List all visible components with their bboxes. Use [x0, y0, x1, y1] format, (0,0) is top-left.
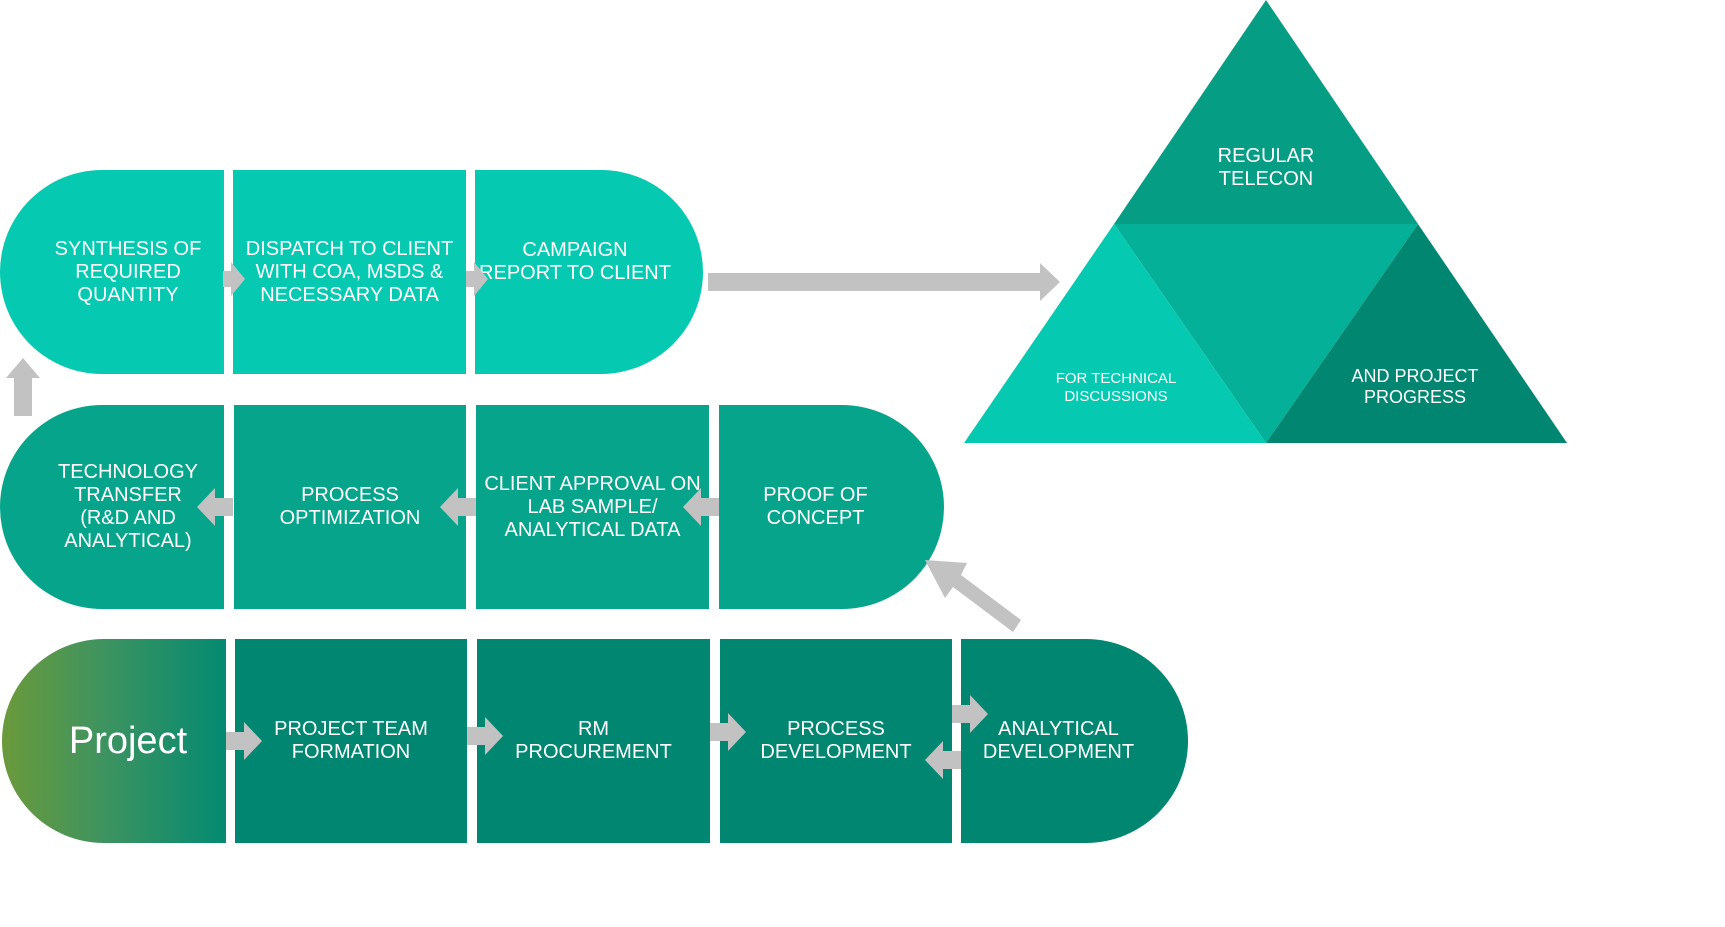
step-technology-transfer: TECHNOLOGY TRANSFER (R&D AND ANALYTICAL) — [0, 405, 224, 609]
arrow-left-icon — [925, 741, 961, 779]
arrow-left-icon — [683, 488, 719, 526]
arrow-right-icon — [467, 717, 503, 755]
step-campaign-label: CAMPAIGN REPORT TO CLIENT — [479, 239, 671, 284]
arrow-right-long-icon — [708, 263, 1060, 301]
step-process-development-label: PROCESS DEVELOPMENT — [760, 718, 912, 763]
triangle-top-label: REGULAR TELECON — [1217, 145, 1315, 190]
step-rm-procurement-label: RM PROCUREMENT — [515, 718, 672, 763]
step-analytical-development: ANALYTICAL DEVELOPMENT — [961, 639, 1188, 843]
triangle-right-segment — [1266, 224, 1567, 443]
step-project: Project — [2, 639, 226, 843]
step-process-optimization: PROCESS OPTIMIZATION — [234, 405, 466, 609]
triangle-left-label: FOR TECHNICAL DISCUSSIONS — [1055, 370, 1177, 405]
step-campaign: CAMPAIGN REPORT TO CLIENT — [475, 170, 703, 374]
triangle-left-segment — [964, 224, 1266, 443]
arrow-right-icon — [226, 722, 262, 760]
step-synthesis: SYNTHESIS OF REQUIRED QUANTITY — [0, 170, 224, 374]
step-proof-of-concept-label: PROOF OF CONCEPT — [763, 484, 868, 529]
step-project-team-formation-label: PROJECT TEAM FORMATION — [274, 718, 428, 763]
step-analytical-development-label: ANALYTICAL DEVELOPMENT — [982, 718, 1135, 763]
arrow-up-icon — [6, 358, 40, 416]
step-synthesis-label: SYNTHESIS OF REQUIRED QUANTITY — [54, 237, 202, 306]
arrow-left-icon — [197, 488, 233, 526]
step-project-team-formation: PROJECT TEAM FORMATION — [235, 639, 467, 843]
arrow-left-icon — [440, 488, 476, 526]
step-client-approval-label: CLIENT APPROVAL ON LAB SAMPLE/ ANALYTICA… — [484, 472, 701, 541]
step-process-development: PROCESS DEVELOPMENT — [720, 639, 952, 843]
step-dispatch-label: DISPATCH TO CLIENT WITH COA, MSDS & NECE… — [245, 237, 454, 306]
step-dispatch: DISPATCH TO CLIENT WITH COA, MSDS & NECE… — [233, 170, 466, 374]
arrow-right-icon — [952, 695, 988, 733]
triangle-right-label: AND PROJECT PROGRESS — [1351, 366, 1479, 407]
step-rm-procurement: RM PROCUREMENT — [477, 639, 710, 843]
step-project-label: Project — [68, 720, 188, 762]
triangle-top-segment — [1114, 0, 1418, 224]
triangle-center-segment — [1114, 224, 1418, 443]
step-proof-of-concept: PROOF OF CONCEPT — [719, 405, 944, 609]
arrow-right-icon — [710, 713, 746, 751]
arrow-right-icon — [466, 262, 488, 296]
arrow-diagonal-up-left-icon — [925, 560, 1021, 632]
step-client-approval: CLIENT APPROVAL ON LAB SAMPLE/ ANALYTICA… — [476, 405, 709, 609]
step-technology-transfer-label: TECHNOLOGY TRANSFER (R&D AND ANALYTICAL) — [57, 461, 199, 552]
step-process-optimization-label: PROCESS OPTIMIZATION — [279, 484, 421, 529]
arrow-right-icon — [223, 262, 245, 296]
